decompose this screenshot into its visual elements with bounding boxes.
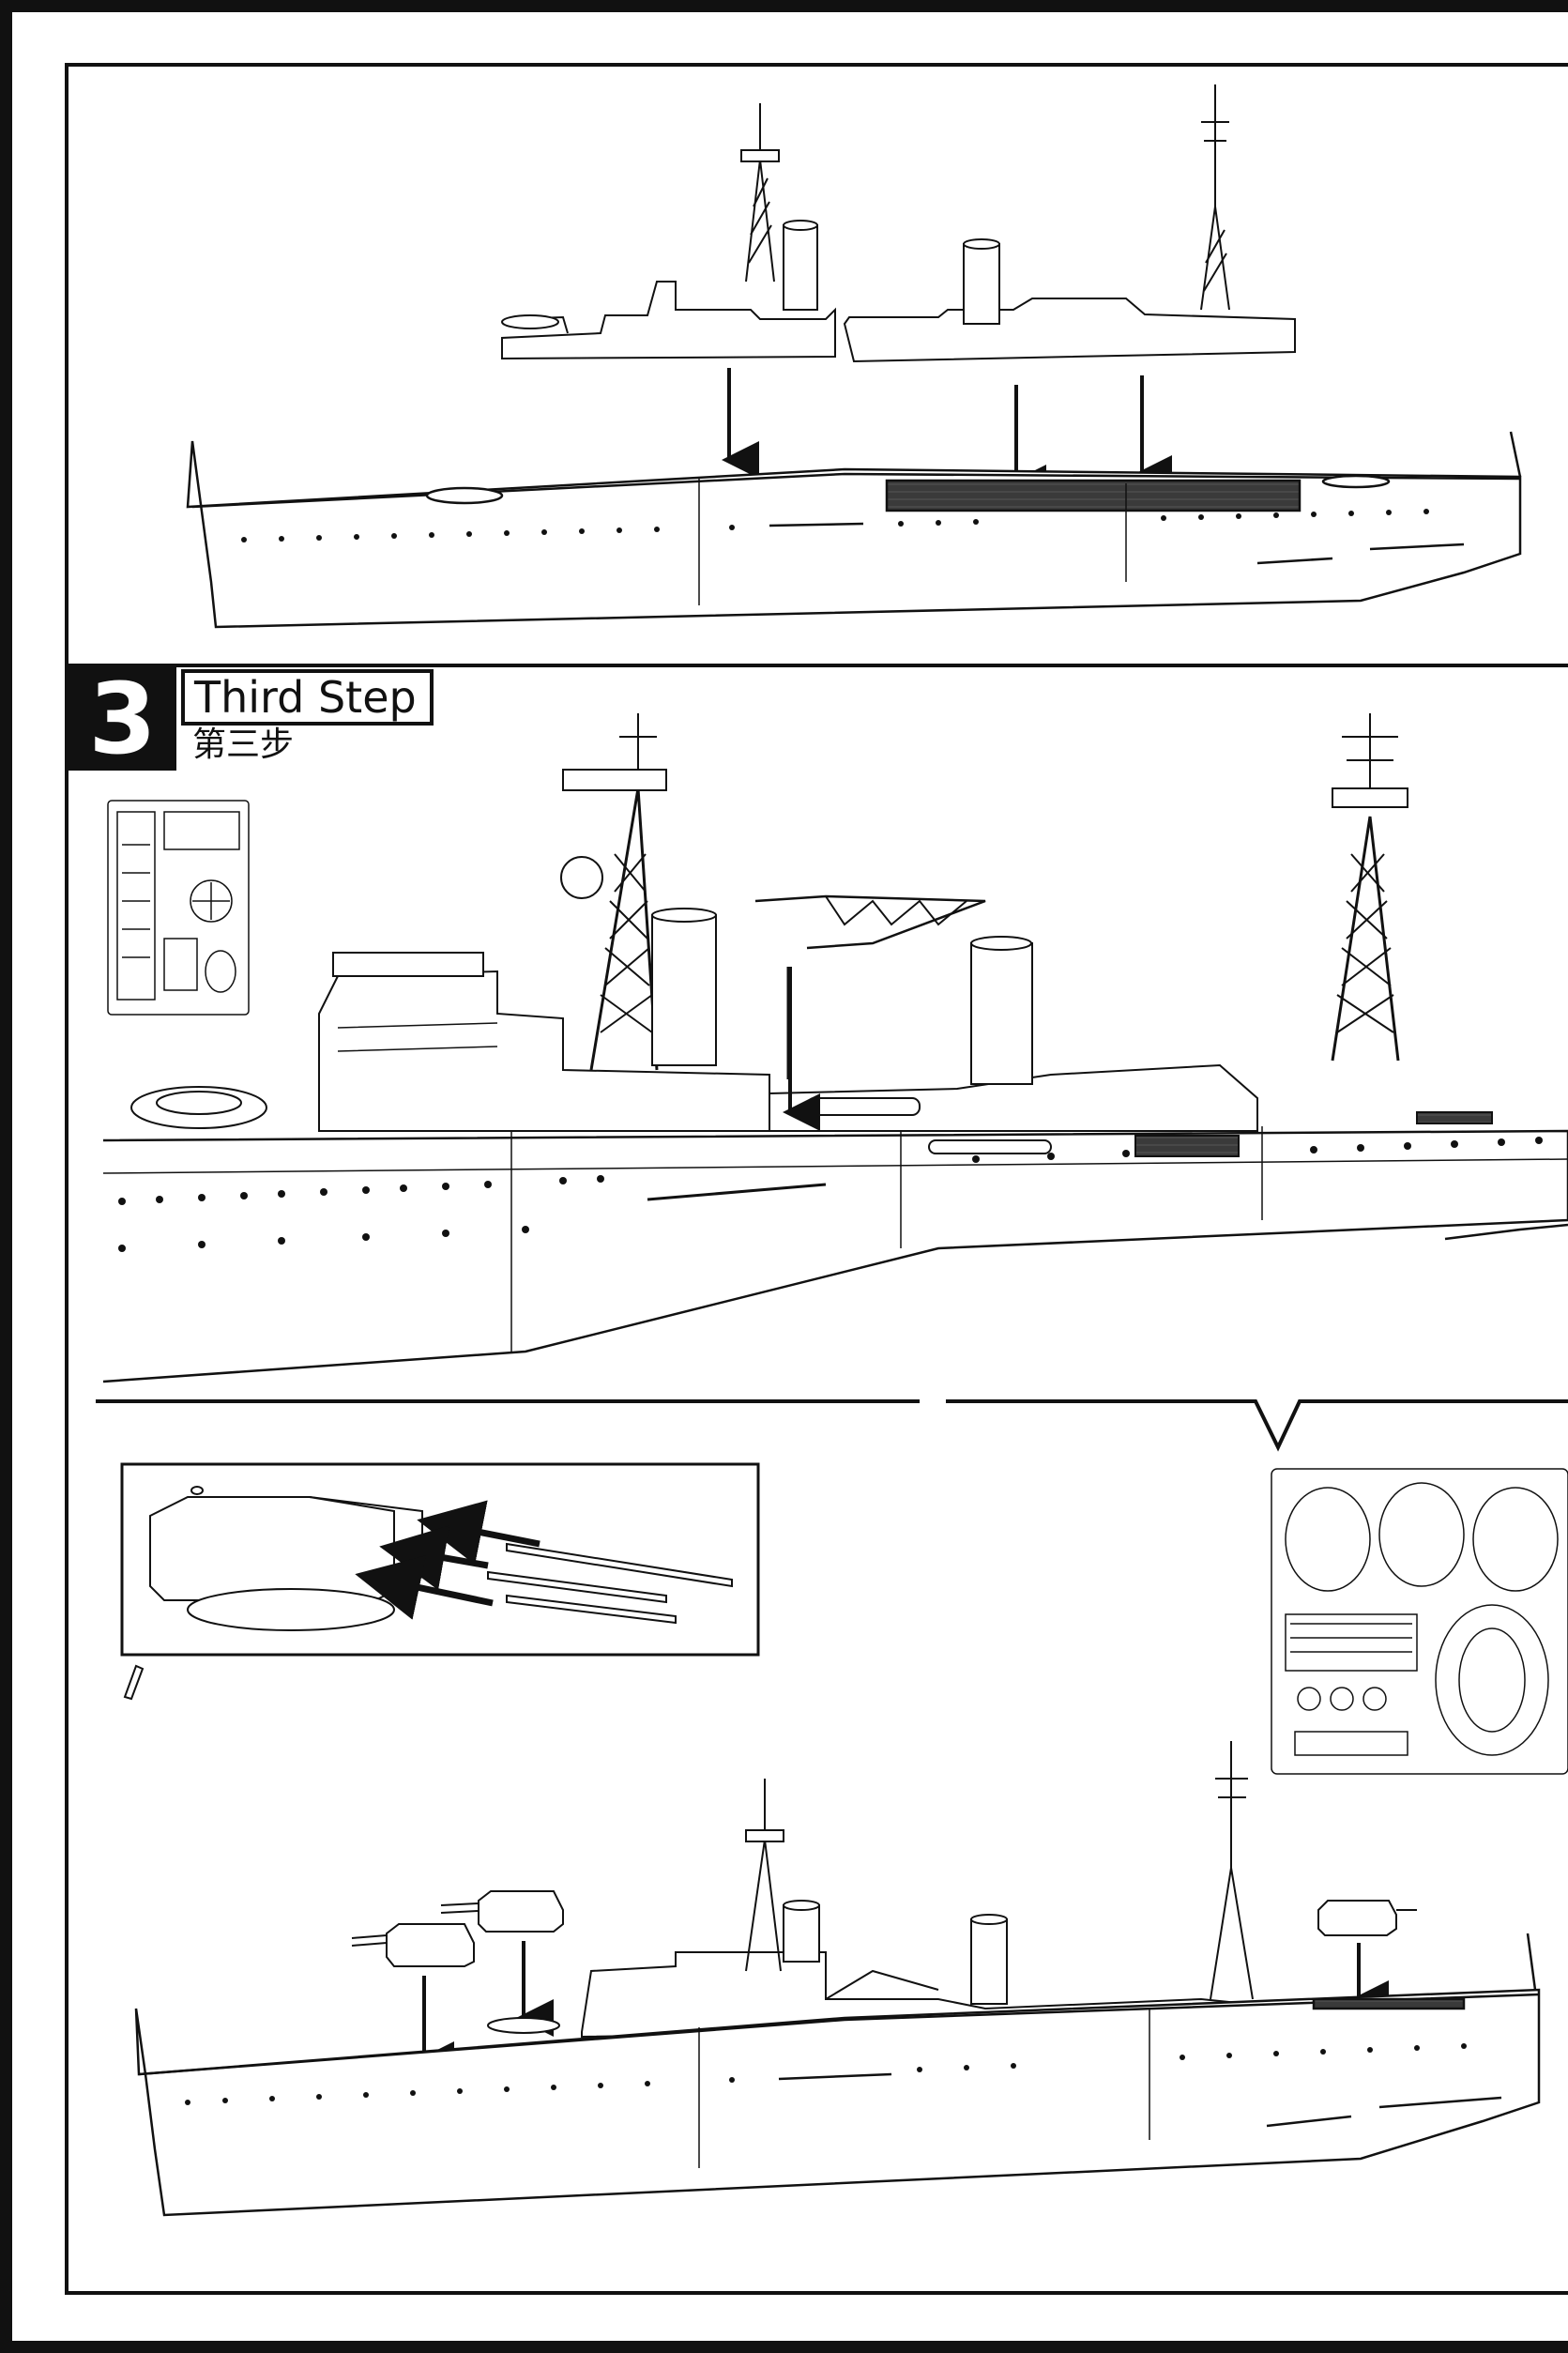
- hobby-knife-icon: [123, 1664, 145, 1701]
- step-number-badge: 3: [69, 667, 176, 771]
- turret-detail-inset: [120, 1462, 760, 1657]
- turret-parts: [351, 1890, 1417, 1967]
- top-hull: [186, 431, 1522, 629]
- top-subassembly-superstructure: [501, 84, 1296, 363]
- bottom-hull: [134, 1933, 1541, 2217]
- bottom-arrows: [417, 1941, 1389, 2079]
- top-arrows: [722, 368, 1172, 502]
- middle-hull-portholes: [118, 1137, 1543, 1252]
- middle-superstructure: [130, 713, 1493, 1157]
- instruction-panel-frame: [65, 63, 1568, 2295]
- step-title-box: Third Step: [181, 669, 434, 726]
- step-number: 3: [88, 662, 157, 776]
- step-divider: [65, 664, 1568, 667]
- photo-etch-fret-left: [107, 800, 250, 1016]
- step-title: Third Step: [194, 672, 417, 723]
- top-hull-portholes: [241, 509, 1429, 542]
- middle-hull: [102, 1126, 1568, 1383]
- step-subtitle: 第三步: [192, 726, 295, 764]
- bottom-hull-portholes: [185, 2043, 1467, 2105]
- photo-etch-fret-right: [1271, 1468, 1568, 1775]
- section-divider: [96, 1399, 1568, 1452]
